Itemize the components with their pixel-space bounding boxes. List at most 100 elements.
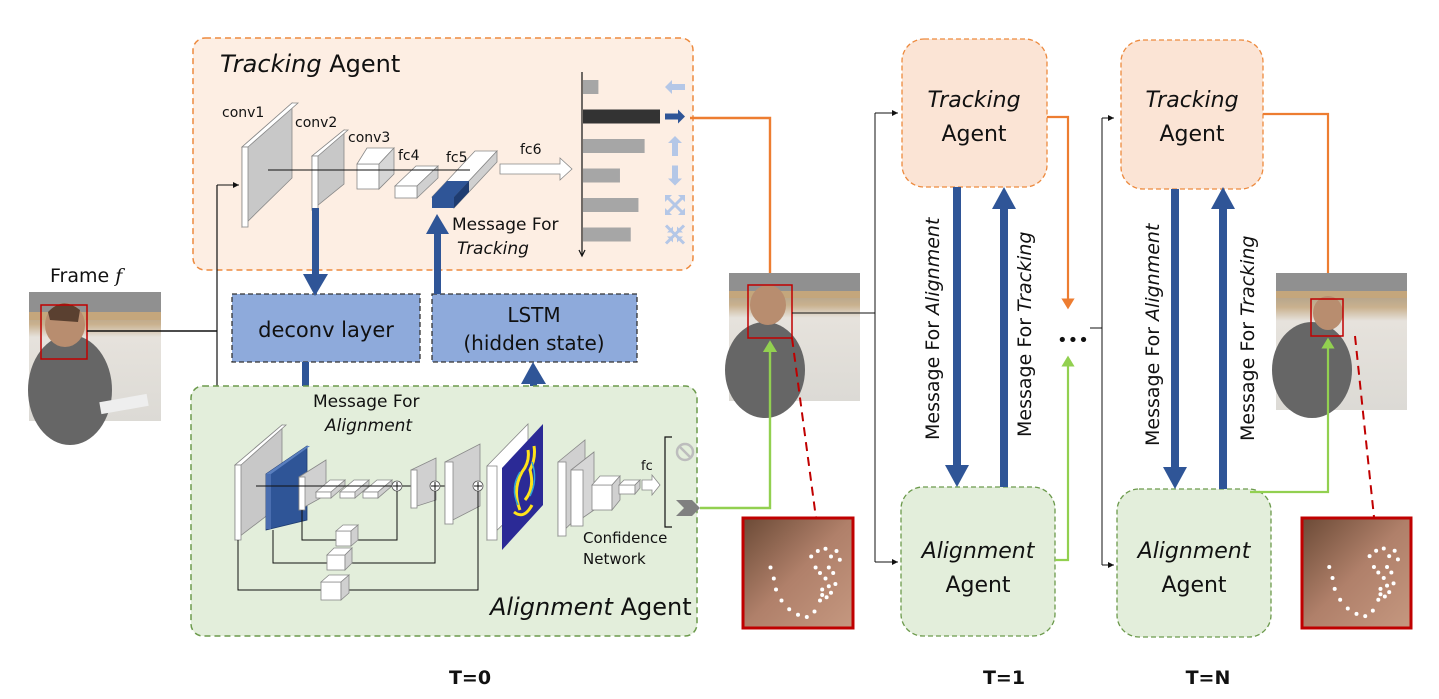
landmark-point [829, 590, 833, 595]
frame-label: Frame f [50, 265, 125, 287]
svg-text:LSTM: LSTM [507, 303, 560, 327]
action-score-bar [583, 168, 620, 183]
fc5-label: fc5 [446, 150, 468, 166]
tracking-agent-title: Tracking Agent [220, 50, 400, 78]
landmark-point [1378, 586, 1383, 591]
landmark-point [1387, 590, 1392, 595]
landmark-point [1392, 548, 1397, 553]
output-frame-tn [1272, 273, 1407, 418]
svg-text:Tracking: Tracking [927, 88, 1020, 113]
svg-text:Agent: Agent [945, 573, 1010, 598]
confidence-label-line2: Network [583, 550, 646, 568]
fc-label: fc [641, 459, 653, 474]
conv1-layer [240, 102, 300, 228]
action-score-chart [578, 72, 686, 258]
fc4-label: fc4 [398, 148, 420, 164]
message-arrows-tn [1163, 187, 1235, 489]
landmark-point [804, 615, 809, 619]
landmark-point [815, 549, 820, 553]
confidence-network: fc Confidence Network [557, 436, 700, 568]
svg-text:deconv layer: deconv layer [258, 318, 394, 342]
svg-text:Agent: Agent [1159, 122, 1224, 147]
tracking-cnn: conv1 conv2 conv3 fc4 fc5 [222, 102, 573, 228]
message-for-tracking-t1: Message For Tracking [1014, 232, 1036, 437]
landmark-point [823, 546, 828, 551]
message-for-alignment-label-line1: Message For [313, 392, 419, 412]
tracking-agent-tn: Tracking Agent [1120, 39, 1264, 190]
landmark-point [834, 549, 839, 553]
landmark-point [1345, 606, 1350, 611]
svg-text:Alignment: Alignment [920, 539, 1036, 564]
alignment-agent-tn: Alignment Agent [1116, 488, 1272, 638]
fc4-layer [394, 165, 439, 199]
landmark-point [809, 554, 814, 559]
landmark-point [837, 557, 842, 562]
svg-text:Alignment: Alignment [1136, 539, 1252, 564]
landmark-point [1338, 597, 1343, 602]
landmark-point [1381, 575, 1386, 580]
landmark-point [1354, 611, 1359, 616]
hourglass-network [233, 424, 484, 601]
ellipsis: ••• [1057, 330, 1089, 351]
landmark-point [1376, 570, 1381, 575]
landmark-point [1395, 557, 1400, 562]
landmark-point [771, 576, 776, 581]
landmark-point [833, 582, 838, 586]
landmark-point [1376, 597, 1381, 602]
alignment-agent-t1: Alignment Agent [900, 486, 1056, 637]
landmark-point [787, 607, 792, 612]
landmark-point [826, 565, 831, 570]
message-arrows-t1 [945, 187, 1016, 487]
message-for-tracking-tn: Message For Tracking [1237, 236, 1259, 441]
svg-text:Agent: Agent [1161, 573, 1226, 598]
fc5-layer [431, 149, 498, 210]
alignment-agent-panel: Alignment Agent [190, 385, 698, 637]
conv3-label: conv3 [348, 130, 390, 146]
scale-up-icon [665, 195, 685, 215]
landmark-point [823, 576, 828, 581]
landmark-point [1385, 583, 1390, 588]
landmark-point [831, 571, 836, 575]
lstm-module: LSTM (hidden state) [431, 293, 638, 363]
alignment-agent-title: Alignment Agent [488, 593, 692, 621]
landmark-point [829, 554, 833, 559]
landmark-point [1370, 608, 1375, 613]
message-for-alignment-tn: Message For Alignment [1142, 222, 1164, 446]
landmark-point [1387, 554, 1392, 559]
message-for-alignment-label-line2: Alignment [324, 416, 413, 436]
landmark-point [1371, 565, 1376, 570]
conv2-label: conv2 [295, 115, 337, 131]
face-crop-tn [1300, 516, 1413, 630]
landmark-point [813, 565, 818, 570]
landmark-point [774, 587, 778, 592]
action-score-bar [583, 109, 660, 124]
landmark-point [1381, 546, 1386, 551]
landmark-point [818, 598, 822, 603]
landmark-point [824, 595, 829, 600]
tracking-agent-t1: Tracking Agent [901, 38, 1048, 188]
reject-icon [675, 442, 695, 462]
action-score-bar [583, 198, 639, 212]
svg-text:Tracking: Tracking [1145, 88, 1238, 113]
accept-chevron-icon [676, 500, 700, 516]
move-left-icon [665, 80, 685, 94]
scale-down-icon [664, 224, 686, 245]
output-frame-t0 [725, 273, 860, 418]
move-right-icon [665, 109, 685, 124]
fc6-label: fc6 [520, 142, 542, 158]
message-for-tracking-label-line2: Tracking [457, 239, 529, 259]
landmark-point [1374, 548, 1379, 553]
action-score-bar [583, 227, 631, 242]
landmark-point [818, 571, 822, 575]
landmark-point [1367, 554, 1372, 559]
landmark-point [820, 587, 825, 592]
move-down-icon [668, 165, 682, 186]
landmark-point [1391, 581, 1396, 586]
landmark-point [1330, 575, 1335, 580]
landmark-point [768, 565, 773, 570]
action-score-bar [583, 80, 599, 94]
landmark-point [826, 584, 831, 589]
landmark-point [779, 598, 784, 603]
landmark-point [1363, 614, 1368, 619]
message-for-alignment-t1: Message For Alignment [922, 216, 944, 440]
